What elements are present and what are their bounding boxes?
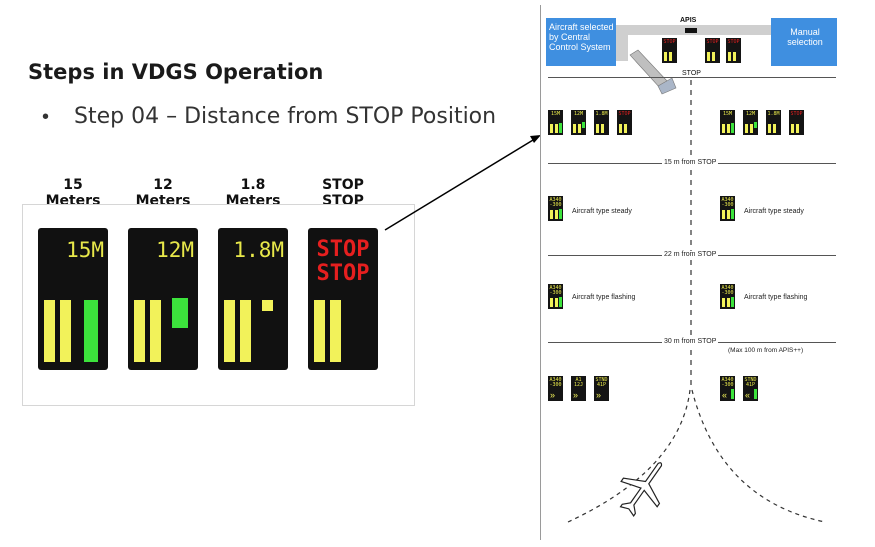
- bullet-dot: •: [42, 106, 50, 128]
- gate-wall: [616, 25, 628, 61]
- bullet-text: Step 04 – Distance from STOP Position: [74, 104, 497, 129]
- row4-right-display: A340 -300«: [720, 376, 735, 401]
- yellow-bar: [134, 300, 145, 362]
- manual-select-box: Manual selection: [771, 18, 837, 66]
- distance-label-22m: 22 m from STOP: [662, 251, 719, 258]
- yellow-bar: [240, 300, 251, 362]
- yellow-bar: [224, 300, 235, 362]
- diagram-divider: [540, 5, 541, 540]
- steady-right-label: Aircraft type steady: [744, 208, 804, 215]
- display-readout: 15M: [66, 238, 104, 262]
- gate-display: STOP: [726, 38, 741, 63]
- row1-right-display: 12M: [743, 110, 758, 135]
- display-readout: 12M: [156, 238, 194, 262]
- gate-display: STOP: [662, 38, 677, 63]
- flash-right-label: Aircraft type flashing: [744, 294, 808, 301]
- steady-left-display: A340 -300: [548, 196, 563, 221]
- row4-left-display: STND 41P»: [594, 376, 609, 401]
- flash-left-label: Aircraft type flashing: [572, 294, 636, 301]
- auto-select-box: Aircraft selected by Central Control Sys…: [546, 18, 616, 66]
- distance-label-15m: 15 m from STOP: [662, 159, 719, 166]
- row4-left-display: A340 -300»: [548, 376, 563, 401]
- row4-right-display: STND 41P«: [743, 376, 758, 401]
- yellow-bar: [314, 300, 325, 362]
- row1-right-display: STOP: [789, 110, 804, 135]
- yellow-square: [262, 300, 273, 311]
- green-closing-bar: [84, 300, 98, 362]
- approach-paths: [567, 389, 826, 523]
- centerline: [690, 80, 692, 390]
- aircraft-icon: [619, 462, 663, 517]
- row1-left-display: STOP: [617, 110, 632, 135]
- gate-display: STOP: [705, 38, 720, 63]
- row1-left-display: 1.8M: [594, 110, 609, 135]
- max-distance-note: (Max 100 m from APIS++): [728, 347, 804, 354]
- yellow-bar: [44, 300, 55, 362]
- flash-left-display: A340 -300: [548, 284, 563, 309]
- jet-bridge: [629, 49, 677, 95]
- yellow-bar: [330, 300, 341, 362]
- steady-right-display: A340 -300: [720, 196, 735, 221]
- stop-label: STOP: [680, 70, 703, 77]
- row1-left-display: 15M: [548, 110, 563, 135]
- display-readout: 1.8M: [233, 238, 284, 262]
- vdgs-display-15m: 15M: [38, 228, 108, 370]
- green-closing-bar: [172, 298, 188, 328]
- vdgs-display-1-8m: 1.8M: [218, 228, 288, 370]
- apis-unit: [685, 28, 697, 33]
- vdgs-display-12m: 12M: [128, 228, 198, 370]
- row1-right-display: 15M: [720, 110, 735, 135]
- steady-left-label: Aircraft type steady: [572, 208, 632, 215]
- yellow-bar: [150, 300, 161, 362]
- row1-left-display: 12M: [571, 110, 586, 135]
- distance-label-30m: 30 m from STOP: [662, 338, 719, 345]
- row4-left-display: A1 12J»: [571, 376, 586, 401]
- yellow-bar: [60, 300, 71, 362]
- apis-label: APIS: [680, 17, 697, 24]
- slide-title: Steps in VDGS Operation: [28, 60, 324, 84]
- row1-right-display: 1.8M: [766, 110, 781, 135]
- stop-line: [548, 77, 836, 78]
- flash-right-display: A340 -300: [720, 284, 735, 309]
